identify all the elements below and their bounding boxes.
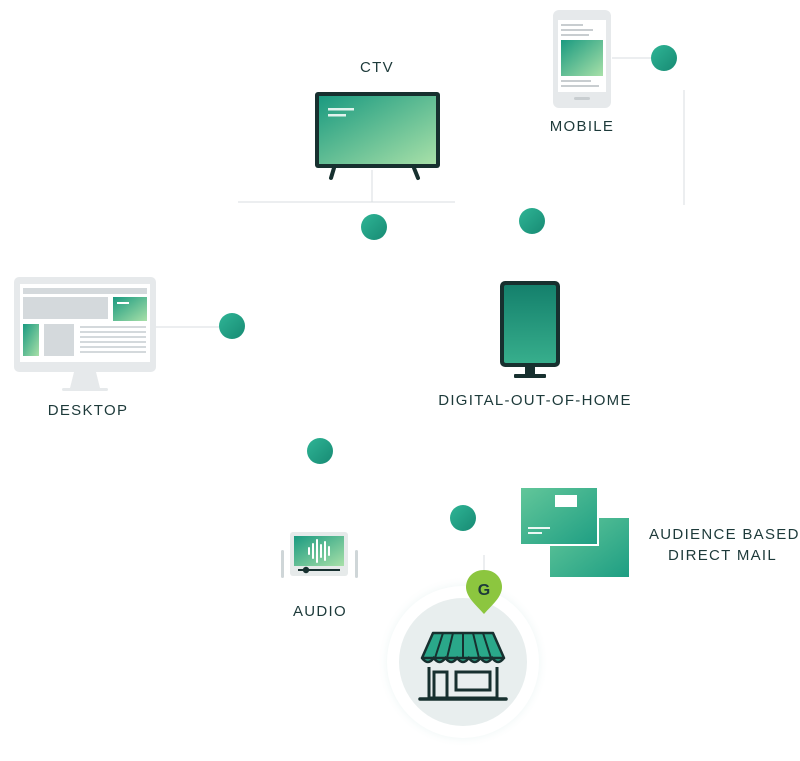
dot-desktop [219, 313, 245, 339]
desktop-monitor-icon [14, 277, 156, 391]
digital-billboard-icon [500, 281, 560, 378]
dot-ctv [361, 214, 387, 240]
ctv-label: CTV [360, 59, 394, 76]
tv-icon [315, 92, 440, 180]
svg-text:G: G [478, 582, 490, 599]
dot-mobile [651, 45, 677, 71]
audio-player-icon [281, 532, 358, 578]
location-pin-icon: G [466, 570, 502, 614]
audio-label: AUDIO [292, 603, 348, 620]
dooh-label: DIGITAL-OUT-OF-HOME [438, 392, 632, 409]
direct-mail-icon [519, 486, 629, 577]
dot-dooh [519, 208, 545, 234]
connector-dots [219, 45, 677, 531]
storefront-icon [377, 576, 549, 748]
direct-mail-label-line1: AUDIENCE BASED [649, 526, 800, 543]
desktop-label: DESKTOP [47, 402, 129, 419]
mobile-label: MOBILE [549, 118, 615, 135]
dot-direct-mail [450, 505, 476, 531]
dot-audio [307, 438, 333, 464]
connector-lines [156, 57, 685, 572]
mobile-phone-icon [553, 10, 611, 108]
direct-mail-label-line2: DIRECT MAIL [668, 547, 778, 564]
